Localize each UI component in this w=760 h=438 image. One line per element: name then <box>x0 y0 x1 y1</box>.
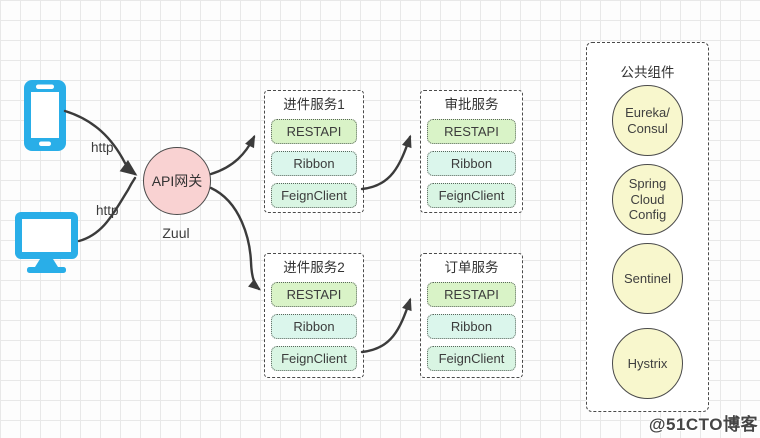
component-pill-restapi: RESTAPI <box>271 119 357 144</box>
service-title: 审批服务 <box>444 97 499 112</box>
component-pill-feignclient: FeignClient <box>271 346 357 371</box>
api-gateway-label: API网关 <box>151 173 203 189</box>
component-pill-restapi: RESTAPI <box>271 282 357 307</box>
service-title: 订单服务 <box>444 260 499 275</box>
arrow-gateway-to-service2 <box>209 186 261 291</box>
component-pill-ribbon: Ribbon <box>271 314 357 339</box>
component-pill-feignclient: FeignClient <box>271 183 357 208</box>
service-box-order: 订单服务 RESTAPI Ribbon FeignClient <box>420 253 523 378</box>
watermark: @51CTO博客 <box>648 415 758 434</box>
component-pill-ribbon: Ribbon <box>427 314 516 339</box>
service-box-approval: 审批服务 RESTAPI Ribbon FeignClient <box>420 90 523 213</box>
common-components-panel: 公共组件 Eureka/ Consul Spring Cloud Config … <box>586 42 709 412</box>
desktop-monitor-icon <box>15 212 78 273</box>
component-pill-restapi: RESTAPI <box>427 282 516 307</box>
http-label-desktop: http <box>96 203 119 218</box>
service-box-intake-2: 进件服务2 RESTAPI Ribbon FeignClient <box>264 253 364 378</box>
bubble-spring-cloud-config: Spring Cloud Config <box>612 164 683 235</box>
api-gateway-node: API网关 <box>143 147 211 215</box>
service-title: 进件服务1 <box>283 97 345 112</box>
arrow-gateway-to-service1 <box>209 134 256 176</box>
component-pill-ribbon: Ribbon <box>427 151 516 176</box>
bubble-sentinel: Sentinel <box>612 243 683 314</box>
service-title: 进件服务2 <box>283 260 345 275</box>
arrow-feign2-to-order <box>360 297 412 354</box>
panel-title: 公共组件 <box>620 65 675 80</box>
gateway-caption: Zuul <box>162 225 190 241</box>
http-label-mobile: http <box>91 140 114 155</box>
component-pill-feignclient: FeignClient <box>427 183 516 208</box>
bubble-eureka-consul: Eureka/ Consul <box>612 85 683 156</box>
arrow-feign1-to-approval <box>360 134 412 191</box>
bubble-hystrix: Hystrix <box>612 328 683 399</box>
smartphone-icon <box>24 80 66 151</box>
component-pill-feignclient: FeignClient <box>427 346 516 371</box>
component-pill-restapi: RESTAPI <box>427 119 516 144</box>
service-box-intake-1: 进件服务1 RESTAPI Ribbon FeignClient <box>264 90 364 213</box>
component-pill-ribbon: Ribbon <box>271 151 357 176</box>
